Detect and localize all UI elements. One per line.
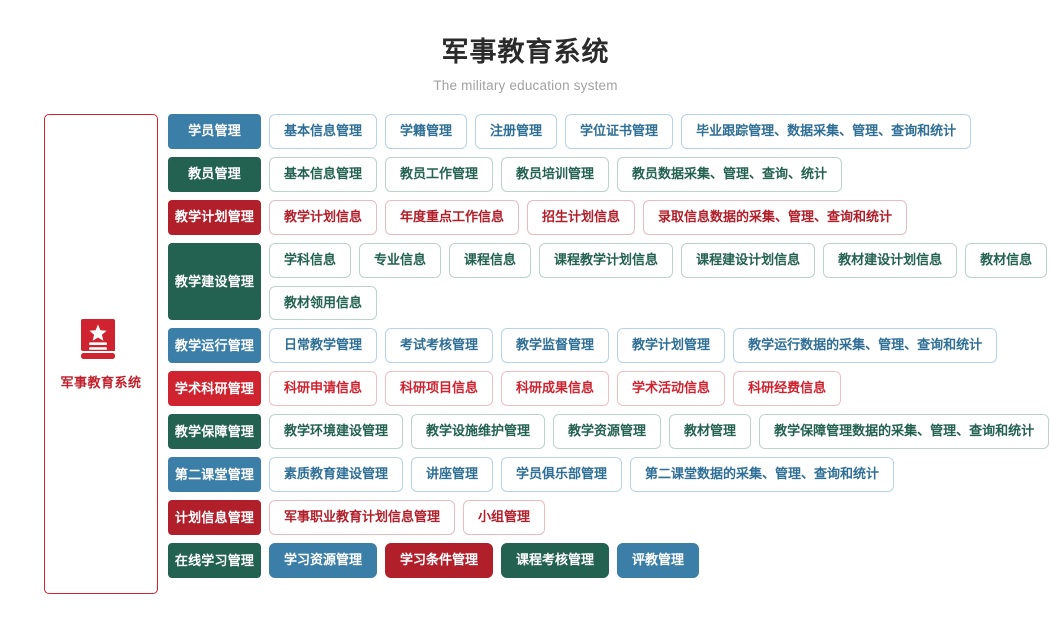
module-button[interactable]: 日常教学管理 xyxy=(269,328,378,364)
category-item-list: 科研申请信息科研项目信息科研成果信息学术活动信息科研经费信息 xyxy=(261,371,842,407)
category-item-list: 基本信息管理学籍管理注册管理学位证书管理毕业跟踪管理、数据采集、管理、查询和统计 xyxy=(261,113,972,149)
module-button[interactable]: 学术活动信息 xyxy=(617,371,726,407)
module-button[interactable]: 学习资源管理 xyxy=(269,543,378,579)
category-button[interactable]: 在线学习管理 xyxy=(168,543,261,579)
category-row: 计划信息管理军事职业教育计划信息管理小组管理 xyxy=(168,500,1051,536)
module-button[interactable]: 教员培训管理 xyxy=(501,156,610,192)
module-button[interactable]: 军事职业教育计划信息管理 xyxy=(269,500,456,536)
module-button[interactable]: 讲座管理 xyxy=(411,457,494,493)
module-button[interactable]: 教材领用信息 xyxy=(269,285,378,321)
category-button[interactable]: 教员管理 xyxy=(168,156,261,192)
sidebar-system-label: 军事教育系统 xyxy=(60,374,142,390)
module-button[interactable]: 录取信息数据的采集、管理、查询和统计 xyxy=(643,199,908,235)
module-button[interactable]: 学籍管理 xyxy=(385,113,468,149)
module-button[interactable]: 小组管理 xyxy=(463,500,546,536)
module-button[interactable]: 科研申请信息 xyxy=(269,371,378,407)
module-button[interactable]: 教学环境建设管理 xyxy=(269,414,404,450)
module-button[interactable]: 考试考核管理 xyxy=(385,328,494,364)
module-button[interactable]: 专业信息 xyxy=(359,242,442,278)
category-row: 教学保障管理教学环境建设管理教学设施维护管理教学资源管理教材管理教学保障管理数据… xyxy=(168,414,1051,450)
module-button[interactable]: 课程考核管理 xyxy=(501,543,610,579)
module-button[interactable]: 学科信息 xyxy=(269,242,352,278)
category-button[interactable]: 教学保障管理 xyxy=(168,414,261,450)
module-button[interactable]: 教学监督管理 xyxy=(501,328,610,364)
module-button[interactable]: 课程建设计划信息 xyxy=(681,242,816,278)
category-button[interactable]: 教学运行管理 xyxy=(168,328,261,364)
category-button[interactable]: 计划信息管理 xyxy=(168,500,261,536)
module-button[interactable]: 学员俱乐部管理 xyxy=(501,457,623,493)
category-item-list: 学科信息专业信息课程信息课程教学计划信息课程建设计划信息教材建设计划信息教材信息… xyxy=(261,242,1051,321)
category-item-list: 教学环境建设管理教学设施维护管理教学资源管理教材管理教学保障管理数据的采集、管理… xyxy=(261,414,1050,450)
module-button[interactable]: 科研成果信息 xyxy=(501,371,610,407)
category-item-list: 素质教育建设管理讲座管理学员俱乐部管理第二课堂数据的采集、管理、查询和统计 xyxy=(261,457,895,493)
module-button[interactable]: 教学运行数据的采集、管理、查询和统计 xyxy=(733,328,998,364)
module-button[interactable]: 基本信息管理 xyxy=(269,156,378,192)
module-button[interactable]: 教学保障管理数据的采集、管理、查询和统计 xyxy=(759,414,1050,450)
module-button[interactable]: 教员工作管理 xyxy=(385,156,494,192)
page-title: 军事教育系统 xyxy=(441,37,610,67)
page-header: 军事教育系统 The military education system xyxy=(0,0,1051,93)
module-button[interactable]: 注册管理 xyxy=(475,113,558,149)
module-button[interactable]: 评教管理 xyxy=(617,543,700,579)
category-button[interactable]: 第二课堂管理 xyxy=(168,457,261,493)
module-button[interactable]: 素质教育建设管理 xyxy=(269,457,404,493)
module-button[interactable]: 教学资源管理 xyxy=(553,414,662,450)
category-rows: 学员管理基本信息管理学籍管理注册管理学位证书管理毕业跟踪管理、数据采集、管理、查… xyxy=(158,113,1051,594)
module-button[interactable]: 第二课堂数据的采集、管理、查询和统计 xyxy=(630,457,895,493)
module-button[interactable]: 招生计划信息 xyxy=(527,199,636,235)
category-item-list: 基本信息管理教员工作管理教员培训管理教员数据采集、管理、查询、统计 xyxy=(261,156,843,192)
book-star-icon xyxy=(79,317,123,363)
category-item-list: 教学计划信息年度重点工作信息招生计划信息录取信息数据的采集、管理、查询和统计 xyxy=(261,199,908,235)
module-button[interactable]: 教学设施维护管理 xyxy=(411,414,546,450)
module-button[interactable]: 学习条件管理 xyxy=(385,543,494,579)
category-row: 教员管理基本信息管理教员工作管理教员培训管理教员数据采集、管理、查询、统计 xyxy=(168,156,1051,192)
category-row: 教学计划管理教学计划信息年度重点工作信息招生计划信息录取信息数据的采集、管理、查… xyxy=(168,199,1051,235)
category-row: 第二课堂管理素质教育建设管理讲座管理学员俱乐部管理第二课堂数据的采集、管理、查询… xyxy=(168,457,1051,493)
category-row: 学术科研管理科研申请信息科研项目信息科研成果信息学术活动信息科研经费信息 xyxy=(168,371,1051,407)
category-button[interactable]: 学术科研管理 xyxy=(168,371,261,407)
module-button[interactable]: 年度重点工作信息 xyxy=(385,199,520,235)
module-button[interactable]: 毕业跟踪管理、数据采集、管理、查询和统计 xyxy=(681,113,972,149)
category-item-list: 学习资源管理学习条件管理课程考核管理评教管理 xyxy=(261,543,700,579)
module-button[interactable]: 教材信息 xyxy=(965,242,1048,278)
category-button[interactable]: 教学建设管理 xyxy=(168,242,261,321)
page-subtitle: The military education system xyxy=(433,77,618,93)
category-item-list: 日常教学管理考试考核管理教学监督管理教学计划管理教学运行数据的采集、管理、查询和… xyxy=(261,328,998,364)
module-button[interactable]: 教材建设计划信息 xyxy=(823,242,958,278)
module-button[interactable]: 科研经费信息 xyxy=(733,371,842,407)
category-button[interactable]: 学员管理 xyxy=(168,113,261,149)
module-button[interactable]: 教员数据采集、管理、查询、统计 xyxy=(617,156,843,192)
module-button[interactable]: 科研项目信息 xyxy=(385,371,494,407)
module-button[interactable]: 课程信息 xyxy=(449,242,532,278)
category-row: 在线学习管理学习资源管理学习条件管理课程考核管理评教管理 xyxy=(168,543,1051,579)
category-row: 学员管理基本信息管理学籍管理注册管理学位证书管理毕业跟踪管理、数据采集、管理、查… xyxy=(168,113,1051,149)
category-item-list: 军事职业教育计划信息管理小组管理 xyxy=(261,500,546,536)
category-row: 教学建设管理学科信息专业信息课程信息课程教学计划信息课程建设计划信息教材建设计划… xyxy=(168,242,1051,321)
module-button[interactable]: 教材管理 xyxy=(669,414,752,450)
module-button[interactable]: 学位证书管理 xyxy=(565,113,674,149)
category-row: 教学运行管理日常教学管理考试考核管理教学监督管理教学计划管理教学运行数据的采集、… xyxy=(168,328,1051,364)
module-button[interactable]: 基本信息管理 xyxy=(269,113,378,149)
sidebar-system-card[interactable]: 军事教育系统 xyxy=(44,113,158,594)
module-button[interactable]: 教学计划管理 xyxy=(617,328,726,364)
module-button[interactable]: 教学计划信息 xyxy=(269,199,378,235)
page-body: 军事教育系统 学员管理基本信息管理学籍管理注册管理学位证书管理毕业跟踪管理、数据… xyxy=(0,93,1051,594)
module-button[interactable]: 课程教学计划信息 xyxy=(539,242,674,278)
category-button[interactable]: 教学计划管理 xyxy=(168,199,261,235)
